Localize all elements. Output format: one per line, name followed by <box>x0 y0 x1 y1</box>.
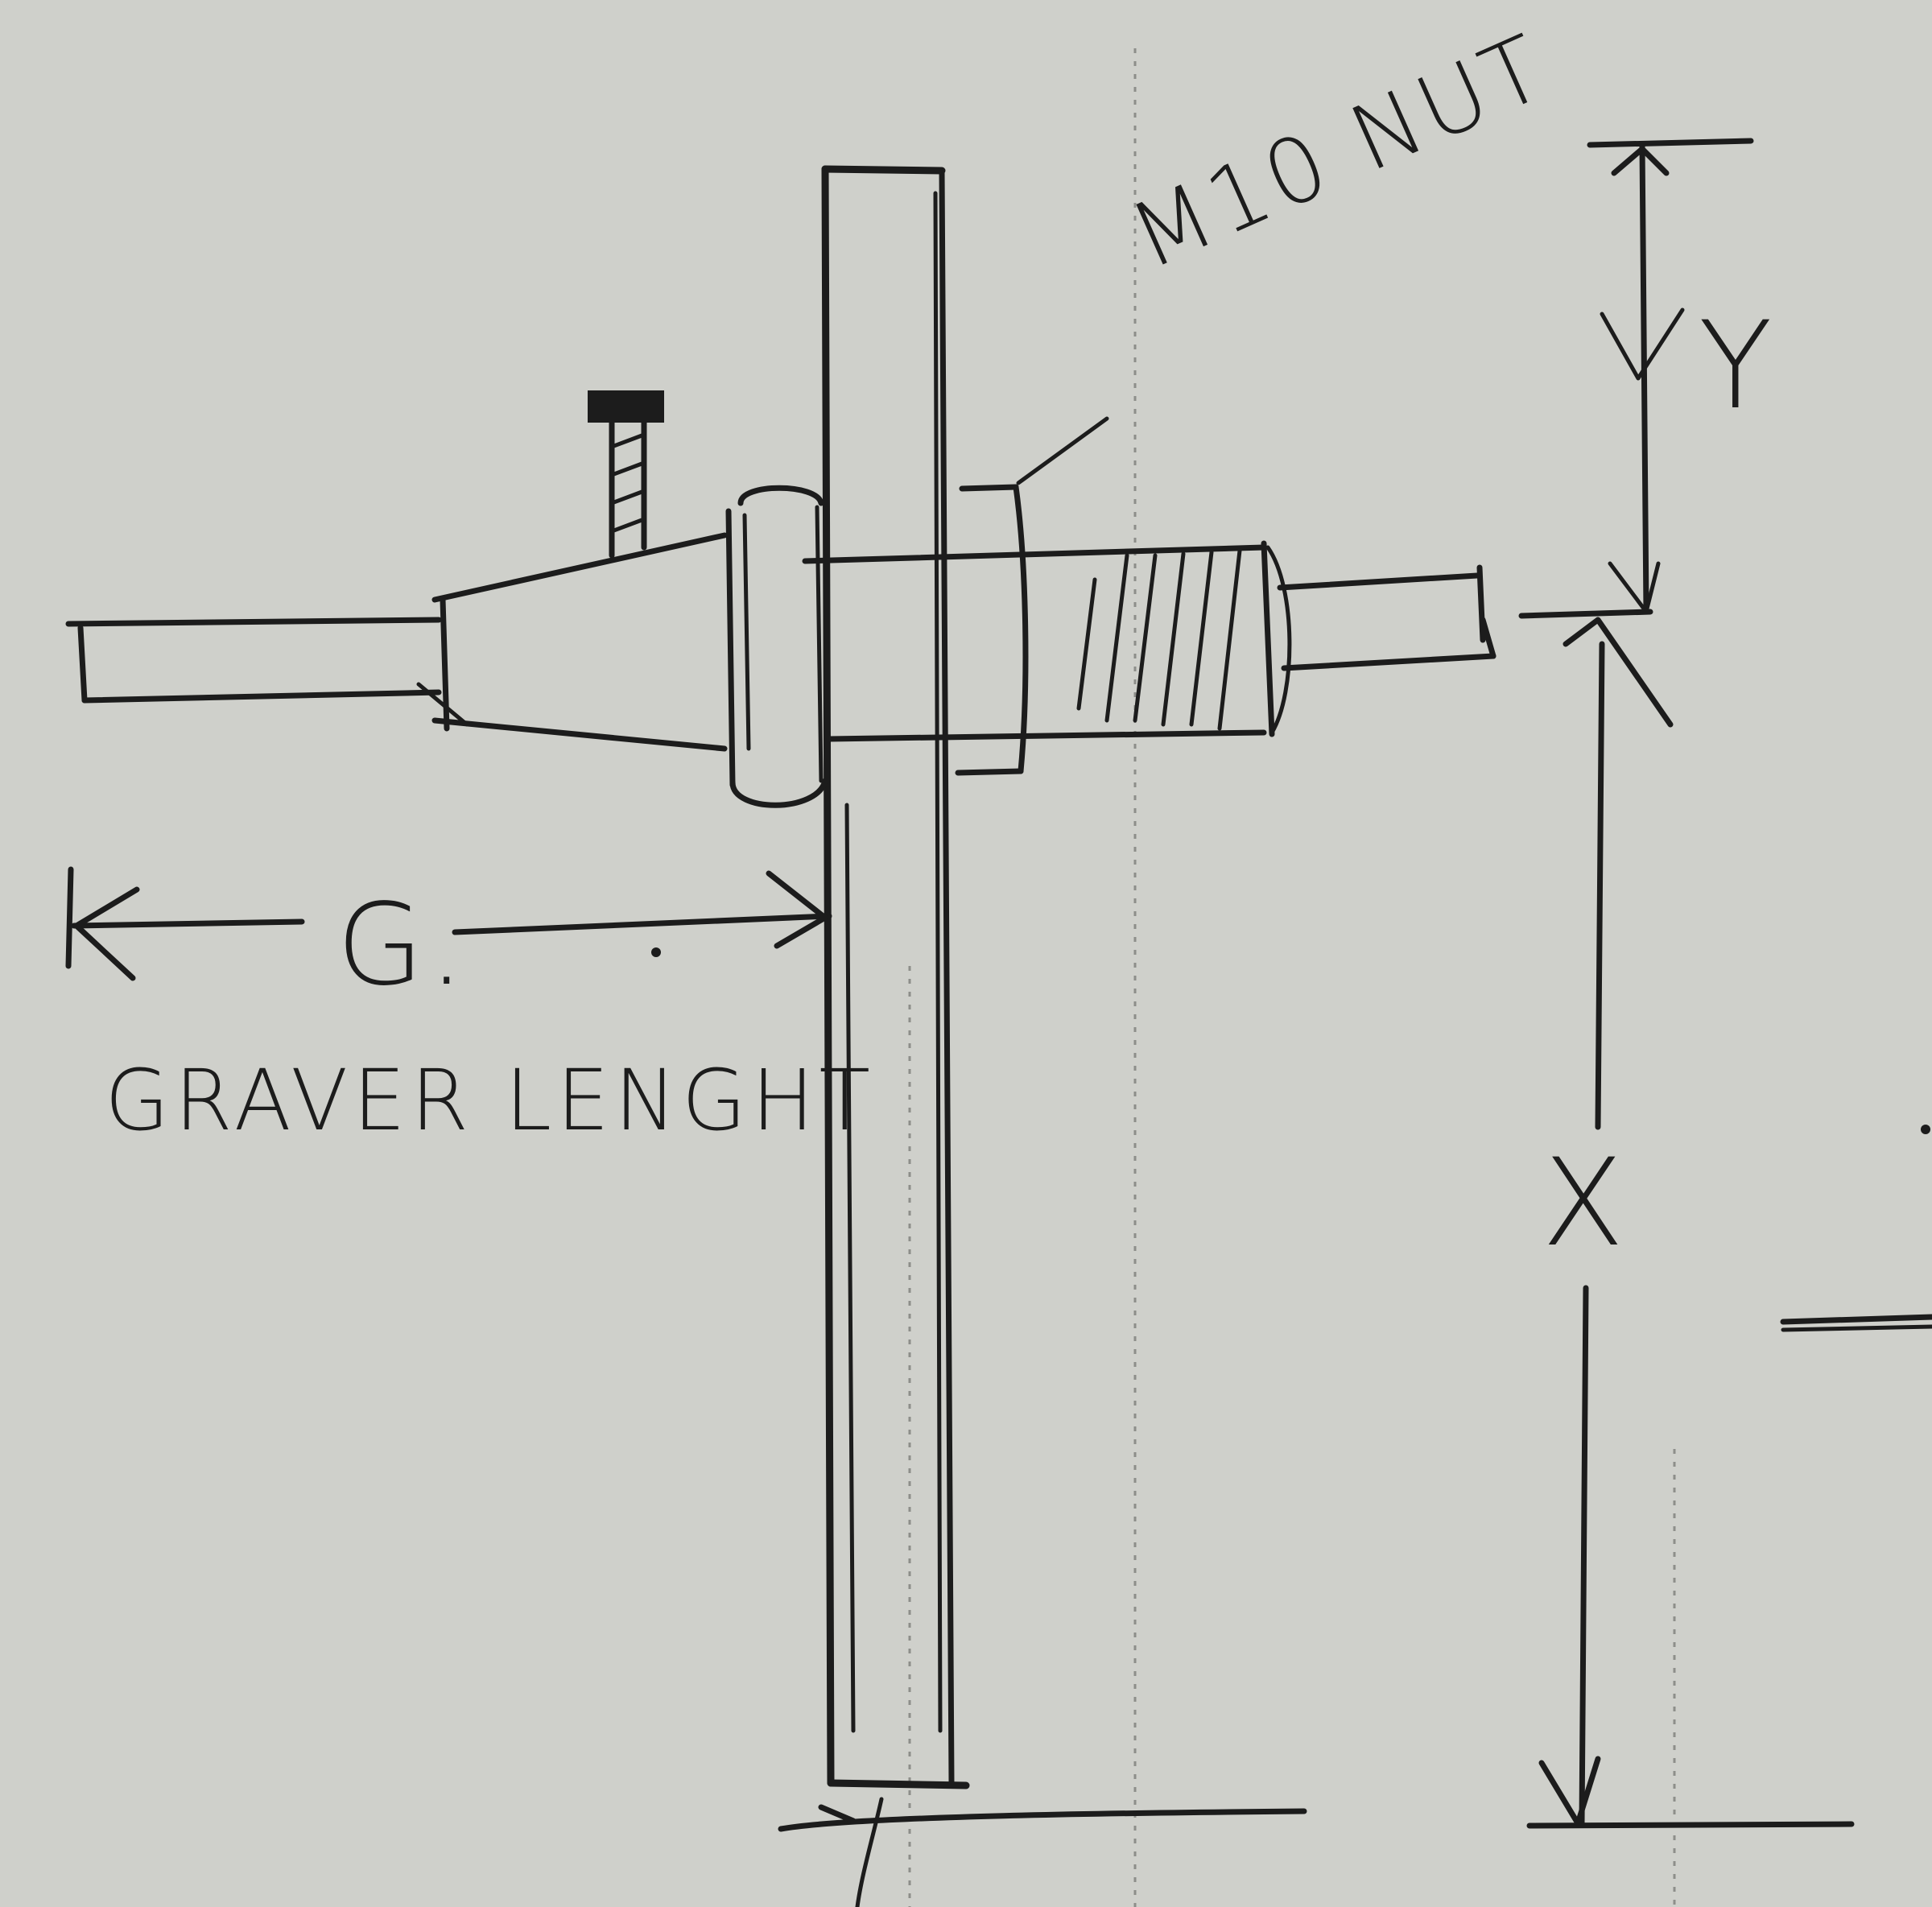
x-dimension-label: X <box>1542 1133 1629 1273</box>
stub-shaft <box>1277 564 1496 671</box>
graver-length-label: GRAVER LENGHT <box>105 1051 876 1150</box>
paper-fold-lines <box>908 48 1676 1907</box>
dimension-g <box>65 866 832 981</box>
base-line <box>778 1314 1932 1907</box>
collar <box>725 485 828 808</box>
y-dimension-label: Y <box>1699 296 1777 436</box>
dimension-y <box>1518 138 1754 619</box>
stray-marks <box>651 947 1930 1134</box>
set-screw <box>588 390 664 559</box>
vertical-post <box>821 165 970 1789</box>
graver-rod <box>65 617 469 727</box>
dimension-x <box>1538 617 1674 1827</box>
m10-nut <box>955 416 1109 776</box>
threaded-section <box>1076 540 1292 737</box>
spindle <box>802 544 1267 742</box>
tapered-holder <box>431 532 728 752</box>
g-dimension-label: G. <box>336 880 469 1011</box>
